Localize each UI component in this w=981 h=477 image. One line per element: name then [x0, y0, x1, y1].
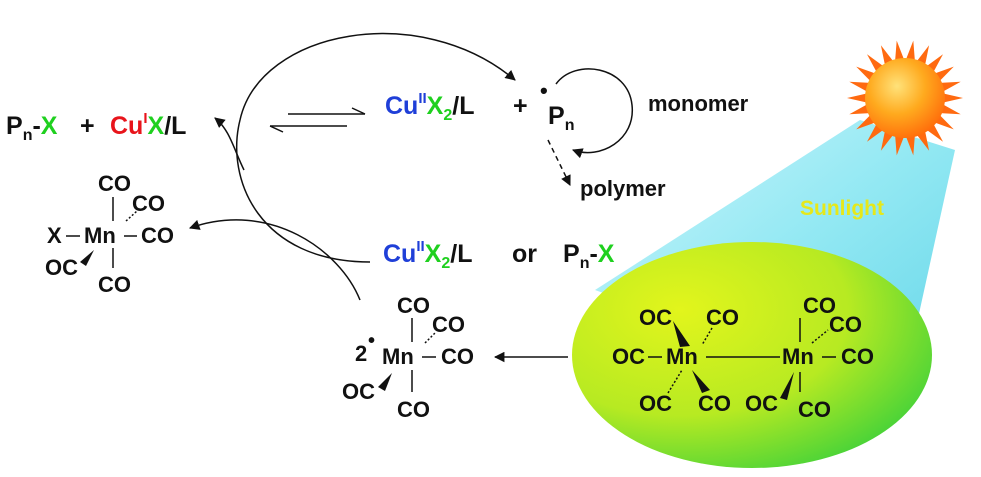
deactivator-copper: CuIIX2/L: [383, 238, 472, 272]
or-label: or: [512, 240, 537, 268]
dimer-l-co-top-left: OC: [639, 305, 672, 330]
sun-ray: [905, 132, 916, 156]
dormant-dash: -: [32, 112, 40, 140]
copper-ii-complex: CuIIX2/L: [385, 90, 474, 124]
plus-sign-1: +: [80, 112, 95, 140]
cu-i-symbol: Cu: [110, 112, 143, 140]
deact-p-sub: n: [580, 255, 590, 272]
dimer-r-co-bottom-left: OC: [745, 391, 778, 416]
radical-p-sub: n: [565, 117, 575, 134]
mnx-co-upper-right: CO: [132, 191, 165, 216]
reverse-arrow-head: [269, 125, 284, 133]
regeneration-arc: [214, 117, 245, 171]
sun-ray: [940, 92, 963, 104]
propagating-radical: Pn: [548, 102, 574, 134]
polymer-label: polymer: [580, 176, 666, 201]
mn-dimer: OC CO OC Mn OC CO CO CO Mn CO OC CO: [612, 293, 874, 422]
deactivator-alkyl-halide: Pn-X: [563, 240, 615, 272]
dimer-r-co-right: CO: [841, 344, 874, 369]
deact-halide: X: [598, 240, 615, 268]
dimer-ellipse: [572, 242, 932, 468]
dimer-r-co-top: CO: [803, 293, 836, 318]
dimer-l-co-top-right: CO: [706, 305, 739, 330]
mnx-co-bottom: CO: [98, 272, 131, 297]
dormant-p: P: [6, 112, 23, 140]
deact-p: P: [563, 240, 580, 268]
dimer-mn-right: Mn: [782, 344, 814, 369]
deact-cu-halide: X: [425, 240, 442, 268]
mnx-co-top: CO: [98, 171, 131, 196]
dimer-mn-left: Mn: [666, 344, 698, 369]
dimer-l-co-bottom-left: OC: [639, 391, 672, 416]
activation-arc: [236, 32, 516, 263]
sun-ray: [894, 132, 905, 156]
cu-ii-symbol: Cu: [385, 92, 418, 120]
mnr-co-upper-right: CO: [432, 312, 465, 337]
cu-ii-oxidation: II: [418, 90, 426, 107]
mnx-mn: Mn: [84, 223, 116, 248]
deact-cu-oxidation: II: [416, 238, 424, 255]
dimer-r-co-upper-right: CO: [829, 312, 862, 337]
dimer-l-co-bottom-right: CO: [698, 391, 731, 416]
sun-icon: [847, 40, 963, 156]
cu-ii-ligand: /L: [452, 92, 474, 120]
mnr-mn: Mn: [382, 344, 414, 369]
mnr-co-bottom: CO: [397, 397, 430, 422]
deact-cu-symbol: Cu: [383, 240, 416, 268]
dimer-l-co-left: OC: [612, 344, 645, 369]
monomer-label: monomer: [648, 91, 749, 116]
mn-radical-complex: CO CO 2 • Mn CO OC CO: [342, 293, 474, 422]
copper-i-complex: CuIX/L: [110, 110, 186, 140]
mnr-co-right: CO: [441, 344, 474, 369]
sun-ray: [894, 40, 905, 64]
polymer-dashed-arrow: [547, 139, 571, 186]
dormant-species: Pn-X: [6, 112, 58, 144]
monomer-loop-arrow: [555, 68, 633, 159]
cu-ii-halide: X: [427, 92, 444, 120]
deact-dash: -: [589, 240, 597, 268]
radical-p: P: [548, 102, 565, 130]
mnr-dot: •: [368, 330, 375, 352]
sun-ray: [847, 92, 870, 104]
mn-halide-complex: CO CO X Mn CO OC CO: [45, 171, 174, 297]
radical-dot: •: [540, 78, 548, 103]
deact-cu-ligand: /L: [450, 240, 472, 268]
cu-i-oxidation: I: [143, 110, 147, 127]
dimer-r-co-bottom-right: CO: [798, 397, 831, 422]
deact-cu-halide-sub: 2: [441, 255, 450, 272]
plus-sign-2: +: [513, 92, 528, 120]
cu-i-ligand: /L: [164, 112, 186, 140]
mnr-co-left: OC: [342, 379, 375, 404]
forward-arrow-head: [351, 107, 366, 115]
dormant-halide: X: [41, 112, 58, 140]
dormant-p-sub: n: [23, 127, 33, 144]
mnx-co-right: CO: [141, 223, 174, 248]
cu-i-halide: X: [148, 112, 165, 140]
mnx-halide: X: [47, 223, 62, 248]
cu-ii-halide-sub: 2: [443, 107, 452, 124]
mnr-count: 2: [355, 341, 367, 366]
mnr-co-top: CO: [397, 293, 430, 318]
mnx-co-left: OC: [45, 255, 78, 280]
sunlight-label: Sunlight: [800, 197, 884, 220]
halogen-transfer-arc: [189, 219, 361, 301]
sun-ray: [905, 40, 916, 64]
